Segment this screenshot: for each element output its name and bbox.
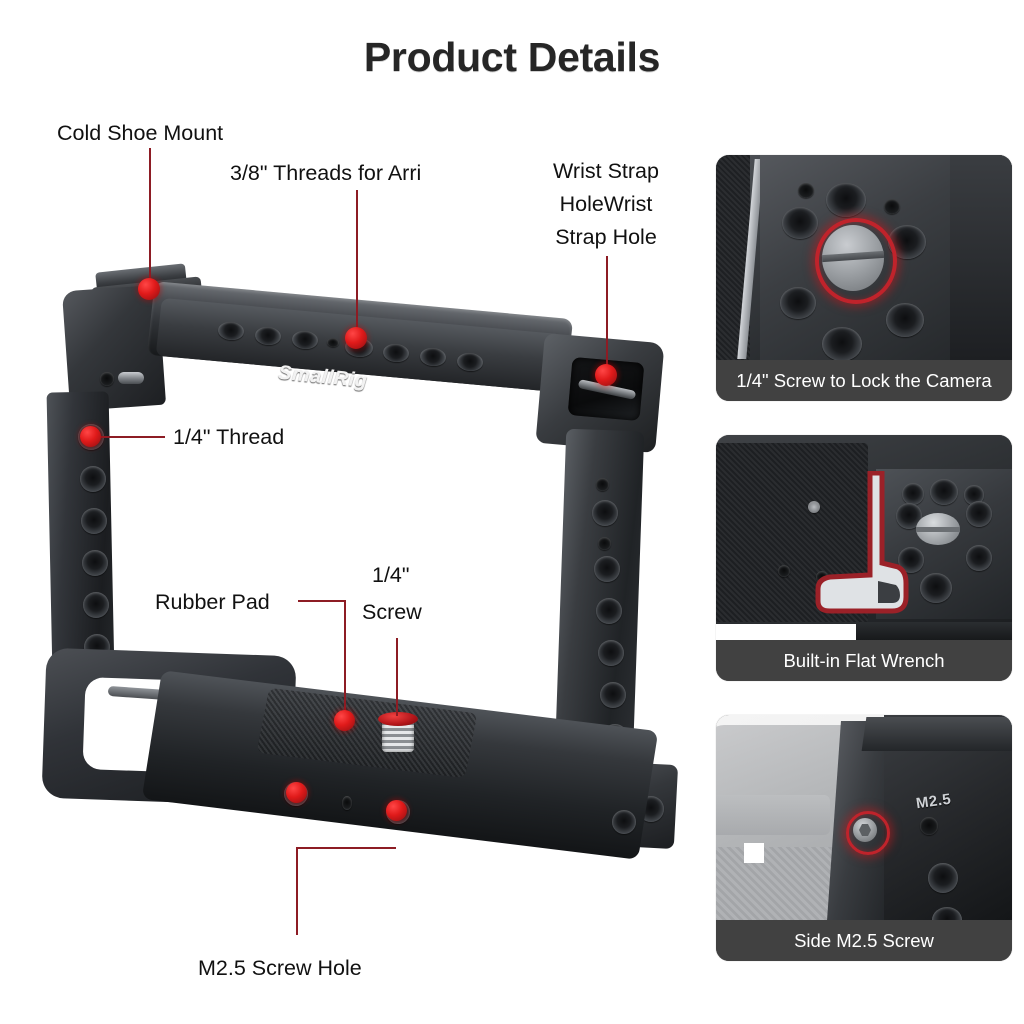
leader-wrist-strap bbox=[606, 256, 608, 372]
callout-dot-wrist-strap bbox=[595, 364, 617, 386]
left-rail-hole bbox=[81, 508, 107, 534]
panel2-body-screw bbox=[778, 565, 790, 577]
product-illustration: SmallRig bbox=[41, 263, 679, 860]
callout-label-quarter-screw-line1: 1/4" bbox=[372, 563, 410, 587]
panel1-thread-hole bbox=[822, 327, 862, 360]
panel1-highlight-ring bbox=[815, 218, 897, 304]
callout-label-cold-shoe-mount: Cold Shoe Mount bbox=[57, 121, 224, 145]
panel3-highlight-ring bbox=[846, 811, 890, 855]
leader-m25-v bbox=[296, 847, 298, 935]
ghost-badge bbox=[744, 843, 764, 863]
panel-side-m25-caption: Side M2.5 Screw bbox=[716, 920, 1012, 961]
panel3-m25-hole bbox=[920, 817, 938, 835]
left-rail-hole bbox=[80, 466, 106, 492]
right-rail-small-hole bbox=[596, 478, 609, 491]
right-rail-hole bbox=[594, 556, 620, 582]
panel-side-m25-screw[interactable]: M2.5 Side M2.5 Screw bbox=[716, 715, 1012, 961]
thumb-screw bbox=[118, 372, 144, 384]
panel1-small-hole bbox=[884, 199, 900, 214]
panel2-screw-slot bbox=[916, 527, 960, 532]
panel1-small-hole bbox=[798, 183, 814, 198]
callout-dot-rubber-pad bbox=[334, 710, 355, 731]
panel1-thread-hole bbox=[826, 183, 866, 217]
panel-flat-wrench-caption: Built-in Flat Wrench bbox=[716, 640, 1012, 681]
right-rail-hole bbox=[592, 500, 618, 526]
leader-quarter-screw bbox=[396, 638, 398, 716]
ghost-lens-ring bbox=[716, 795, 830, 835]
panel-lock-camera[interactable]: 1/4" Screw to Lock the Camera bbox=[716, 155, 1012, 401]
leader-rubber-pad-h bbox=[298, 600, 346, 602]
leader-cold-shoe bbox=[149, 148, 151, 286]
base-marker bbox=[342, 796, 352, 810]
flat-wrench-shape bbox=[815, 471, 909, 614]
leader-rubber-pad-v bbox=[344, 600, 346, 718]
leader-quarter-thread bbox=[101, 436, 165, 438]
panel3-hex-socket bbox=[859, 824, 871, 836]
page-title: Product Details bbox=[363, 34, 661, 80]
panel3-thread-hole bbox=[932, 907, 962, 920]
left-rail-hole bbox=[83, 592, 109, 618]
panel-lock-camera-photo bbox=[716, 155, 1012, 360]
panel-flat-wrench-photo bbox=[716, 435, 1012, 640]
right-rail-hole bbox=[596, 598, 622, 624]
leader-threads-arri bbox=[356, 190, 358, 335]
callout-label-rubber-pad: Rubber Pad bbox=[155, 590, 270, 614]
panel-side-m25-photo: M2.5 bbox=[716, 715, 1012, 920]
panel2-hole bbox=[930, 479, 958, 505]
callout-dot-m25-upper bbox=[286, 782, 307, 803]
callout-dot-quarter-thread bbox=[80, 426, 101, 447]
side-screw-upper-left bbox=[100, 372, 114, 386]
panel-flat-wrench[interactable]: Built-in Flat Wrench bbox=[716, 435, 1012, 681]
callout-label-threads-arri: 3/8" Threads for Arri bbox=[230, 161, 422, 185]
panel-lock-camera-caption: 1/4" Screw to Lock the Camera bbox=[716, 360, 1012, 401]
base-right-hole bbox=[612, 810, 636, 834]
leader-m25-h bbox=[296, 847, 396, 849]
panel2-white-gap bbox=[716, 624, 856, 640]
callout-dot-cold-shoe bbox=[138, 278, 160, 300]
panel1-right-block bbox=[950, 155, 1012, 360]
panel2-body-screw bbox=[808, 501, 820, 513]
right-rail-hole bbox=[600, 682, 626, 708]
panel1-thread-hole bbox=[782, 207, 818, 239]
left-rail-hole bbox=[82, 550, 108, 576]
ghost-grip-texture bbox=[716, 847, 840, 920]
panel2-hole bbox=[966, 501, 992, 527]
right-rail-hole bbox=[598, 640, 624, 666]
callout-label-quarter-screw-line2: Screw bbox=[362, 600, 422, 624]
panel3-thread-hole bbox=[928, 863, 958, 893]
panel2-hole bbox=[964, 485, 984, 505]
callout-label-wrist-strap-hole: Wrist Strap HoleWrist Strap Hole bbox=[553, 159, 659, 249]
quarter-screw-head bbox=[378, 712, 418, 726]
panel1-thread-hole bbox=[780, 287, 816, 319]
callout-label-m25-screw-hole: M2.5 Screw Hole bbox=[198, 956, 362, 980]
panel2-hole bbox=[966, 545, 992, 571]
callout-dot-m25-lower bbox=[386, 800, 407, 821]
panel2-hole bbox=[902, 483, 924, 505]
callout-label-quarter-thread: 1/4" Thread bbox=[173, 425, 285, 449]
panel1-thread-hole bbox=[886, 303, 924, 337]
panel3-top-bar bbox=[861, 717, 1012, 751]
callout-dot-threads-arri bbox=[345, 327, 367, 349]
right-rail-small-hole bbox=[598, 537, 611, 550]
panel2-hole bbox=[920, 573, 952, 603]
